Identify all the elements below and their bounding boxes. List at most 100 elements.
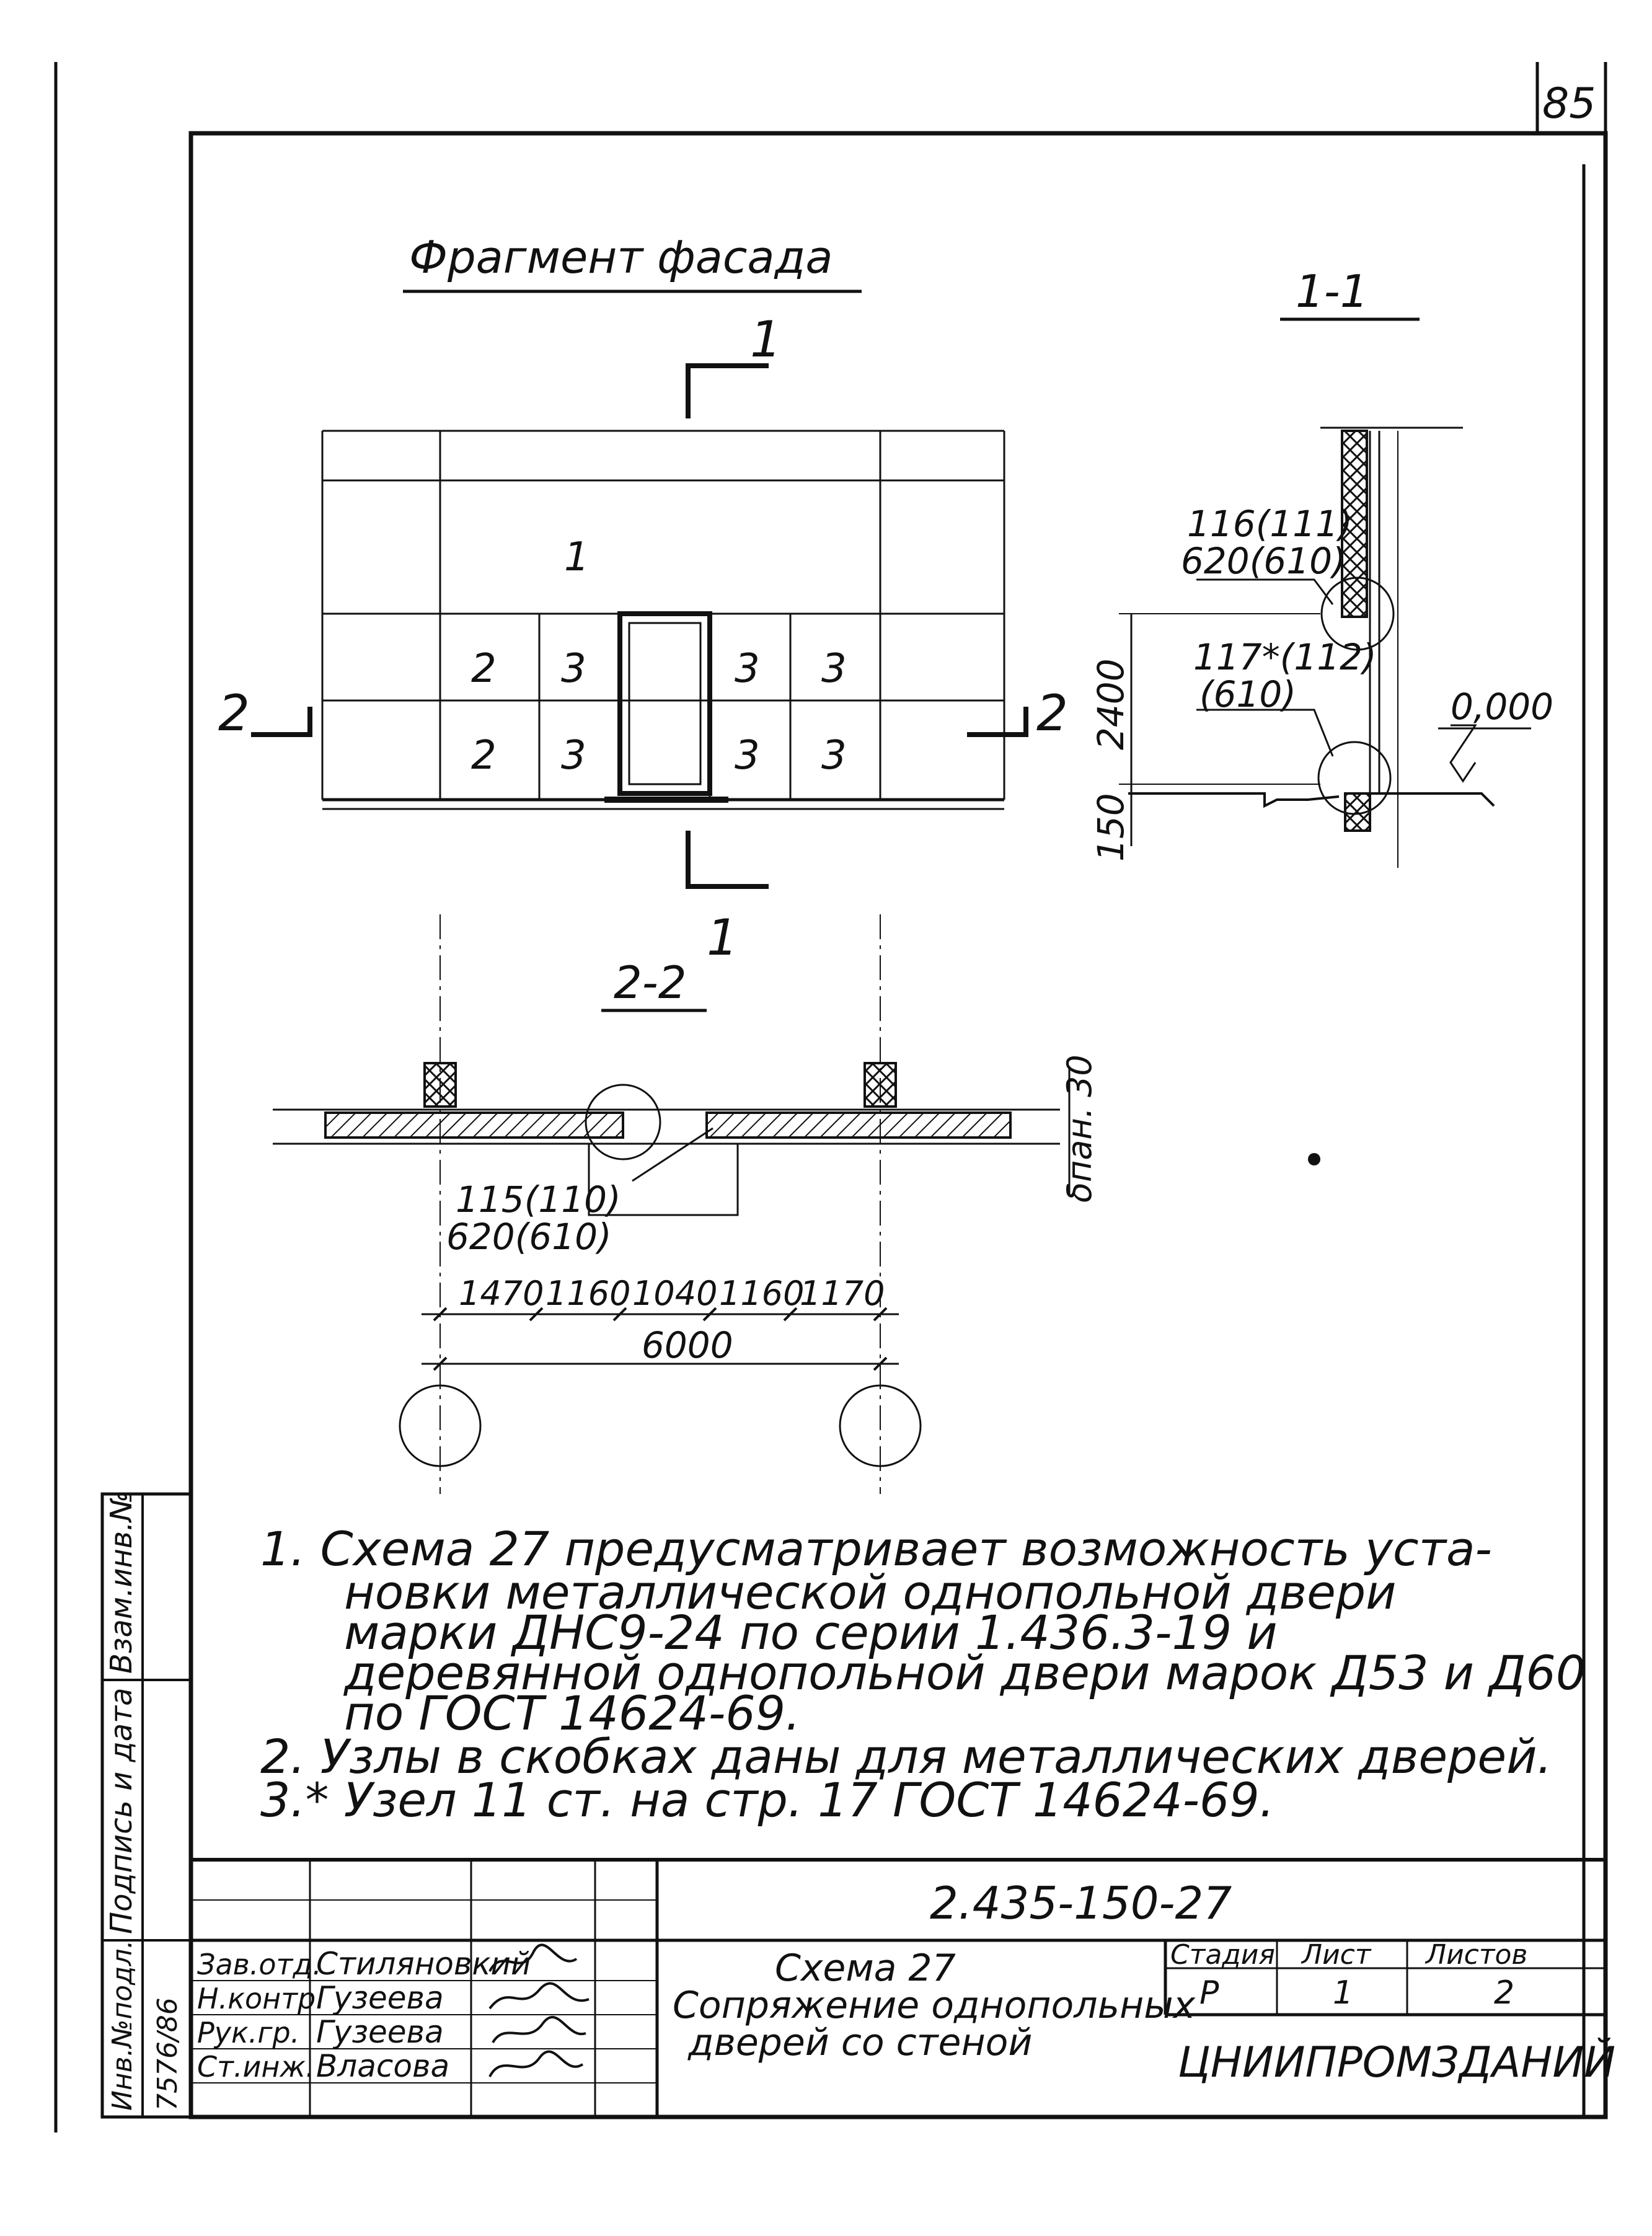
panel-label-r1c1: 2 <box>471 646 497 692</box>
leader-2-2 <box>632 1127 713 1182</box>
dim-4: 1160 <box>719 1274 804 1313</box>
section-1-1-title: 1-1 <box>1296 265 1369 317</box>
tb-staff-name-4: Власова <box>316 2048 449 2084</box>
cut-1-top-mark <box>686 363 769 418</box>
tb-stage-label: Стадия <box>1170 1939 1275 1971</box>
section-1-1-floor-right <box>1370 792 1495 807</box>
node-circle-bottom <box>1317 741 1392 815</box>
dim-tick-4 <box>702 1307 717 1322</box>
drawing-frame <box>188 131 1608 2119</box>
signature-2 <box>488 1982 590 2010</box>
tb-sheets-label: Листов <box>1425 1939 1527 1971</box>
section-1-1-floor <box>1128 792 1340 808</box>
facade-fragment: Фрагмент фасада 1 1 2 2 1 2 3 3 3 <box>218 231 1068 966</box>
node-circle-2-2 <box>585 1084 661 1160</box>
cut-2-left-mark <box>251 707 312 737</box>
signature-3 <box>492 2015 586 2044</box>
tb-sheet-value: 1 <box>1333 1974 1353 2012</box>
tb-doc-code: 2.435-150-27 <box>930 1877 1232 1929</box>
node-2-2-sublabel: 620(610) <box>446 1216 612 1258</box>
page-number: 85 <box>1542 79 1596 128</box>
tb-staff-name-2: Гузеева <box>316 1980 444 2016</box>
note-line-5: по ГОСТ 14624-69. <box>344 1686 800 1741</box>
dim-panel: δпан. <box>1060 1107 1099 1203</box>
ink-dot <box>1308 1153 1320 1165</box>
side-stamp: Взам.инв.№ Подпись и дата Инв.№подл. 757… <box>100 1491 193 2119</box>
tb-title-3: дверей со стеной <box>687 2021 1032 2064</box>
notes: 1. Схема 27 предусматривает возможность … <box>260 1521 1586 1827</box>
node-top-label: 116(111) <box>1187 503 1353 545</box>
title-block: 2.435-150-27 Схема 27 Сопряжение однопол… <box>191 1858 1615 2117</box>
side-stamp-inv-zam: Взам.инв.№ <box>104 1491 139 1674</box>
note-line-6: 2. Узлы в скобках даны для металлических… <box>260 1729 1552 1784</box>
axis-bubble-left <box>399 1384 482 1467</box>
column-right <box>864 1062 897 1108</box>
cut-2-right-mark <box>967 707 1028 737</box>
tb-stage-value: Р <box>1199 1974 1219 2012</box>
cut-1-bottom-mark <box>686 831 769 889</box>
tb-sheet-label: Лист <box>1301 1939 1372 1971</box>
dim-tick-6 <box>873 1307 888 1322</box>
tb-staff-name-1: Стиляновкий <box>316 1946 531 1982</box>
facade-title: Фрагмент фасада <box>409 231 833 283</box>
level-mark <box>1449 724 1477 783</box>
section-2-2: 2-2 115(110) 620(610) 30 δпан. 1470 1160 <box>273 914 1099 1494</box>
wall-panel-right <box>705 1111 1012 1139</box>
dim-tick-2 <box>529 1307 544 1322</box>
dim-tick-total-left <box>433 1356 448 1371</box>
dim-3: 1040 <box>632 1274 717 1313</box>
dim-tick-3 <box>612 1307 627 1322</box>
note-line-4: деревянной однопольной двери марок Д53 и… <box>343 1645 1586 1700</box>
dim-total: 6000 <box>642 1324 733 1366</box>
wall-panel-left <box>324 1111 624 1139</box>
tb-organization: ЦНИИПРОМЗДАНИЙ <box>1178 2038 1615 2087</box>
dim-tick-5 <box>783 1307 798 1322</box>
dim-base: 150 <box>1090 793 1132 862</box>
side-stamp-inv-number: 7576/86 <box>152 1997 183 2111</box>
axis-bubble-right <box>839 1384 922 1467</box>
column-left <box>423 1062 457 1108</box>
cut-2-left-label: 2 <box>218 684 250 742</box>
leader-bottom <box>1196 709 1334 757</box>
signature-4 <box>488 2050 584 2077</box>
node-2-2-label: 115(110) <box>456 1178 621 1221</box>
dim-2: 1160 <box>546 1274 630 1313</box>
dim-1: 1470 <box>459 1274 544 1313</box>
tb-title-2: Сопряжение однопольных <box>673 1984 1196 2027</box>
level-label: 0,000 <box>1451 686 1553 728</box>
leader-top <box>1196 578 1334 605</box>
note-line-3: марки ДНС9-24 по серии 1.436.3-19 и <box>344 1605 1278 1660</box>
door-leaf <box>628 622 702 785</box>
panel-label-r2c3: 3 <box>735 733 760 779</box>
dim-tick-total-right <box>873 1356 888 1371</box>
node-bottom-label: 117*(112) <box>1193 636 1377 678</box>
section-2-2-title: 2-2 <box>614 957 687 1009</box>
note-line-1: 1. Схема 27 предусматривает возможность … <box>260 1521 1492 1576</box>
tb-staff-role-3: Рук.гр. <box>197 2016 299 2049</box>
door-opening <box>617 611 712 796</box>
panel-label-r2c4: 3 <box>821 733 847 779</box>
panel-label-r2c1: 2 <box>471 733 497 779</box>
dim-5: 1170 <box>800 1274 885 1313</box>
tb-staff-role-4: Ст.инж. <box>197 2050 315 2084</box>
node-bottom-sublabel: (610) <box>1199 673 1296 715</box>
section-1-1-panel <box>1341 430 1368 618</box>
cut-1-top-label: 1 <box>750 311 782 368</box>
node-circle-top <box>1320 577 1395 651</box>
tb-title-1: Схема 27 <box>775 1947 956 1990</box>
panel-label-top: 1 <box>564 534 590 580</box>
panel-label-r1c4: 3 <box>821 646 847 692</box>
dim-tick-1 <box>433 1307 448 1322</box>
side-stamp-sign-date: Подпись и дата <box>104 1687 139 1934</box>
tb-staff-role-1: Зав.отд. <box>197 1948 322 1981</box>
signature-1 <box>488 1943 578 1972</box>
door-plan <box>588 1142 739 1216</box>
tb-staff-name-3: Гузеева <box>316 2014 444 2050</box>
tb-staff-role-2: Н.контр. <box>197 1982 325 2015</box>
node-top-sublabel: 620(610) <box>1181 540 1346 582</box>
side-stamp-frame <box>100 1492 193 2119</box>
cut-1-bottom-label: 1 <box>707 909 738 966</box>
note-line-2: новки металлической однопольной двери <box>344 1565 1397 1620</box>
panel-label-r1c3: 3 <box>735 646 760 692</box>
